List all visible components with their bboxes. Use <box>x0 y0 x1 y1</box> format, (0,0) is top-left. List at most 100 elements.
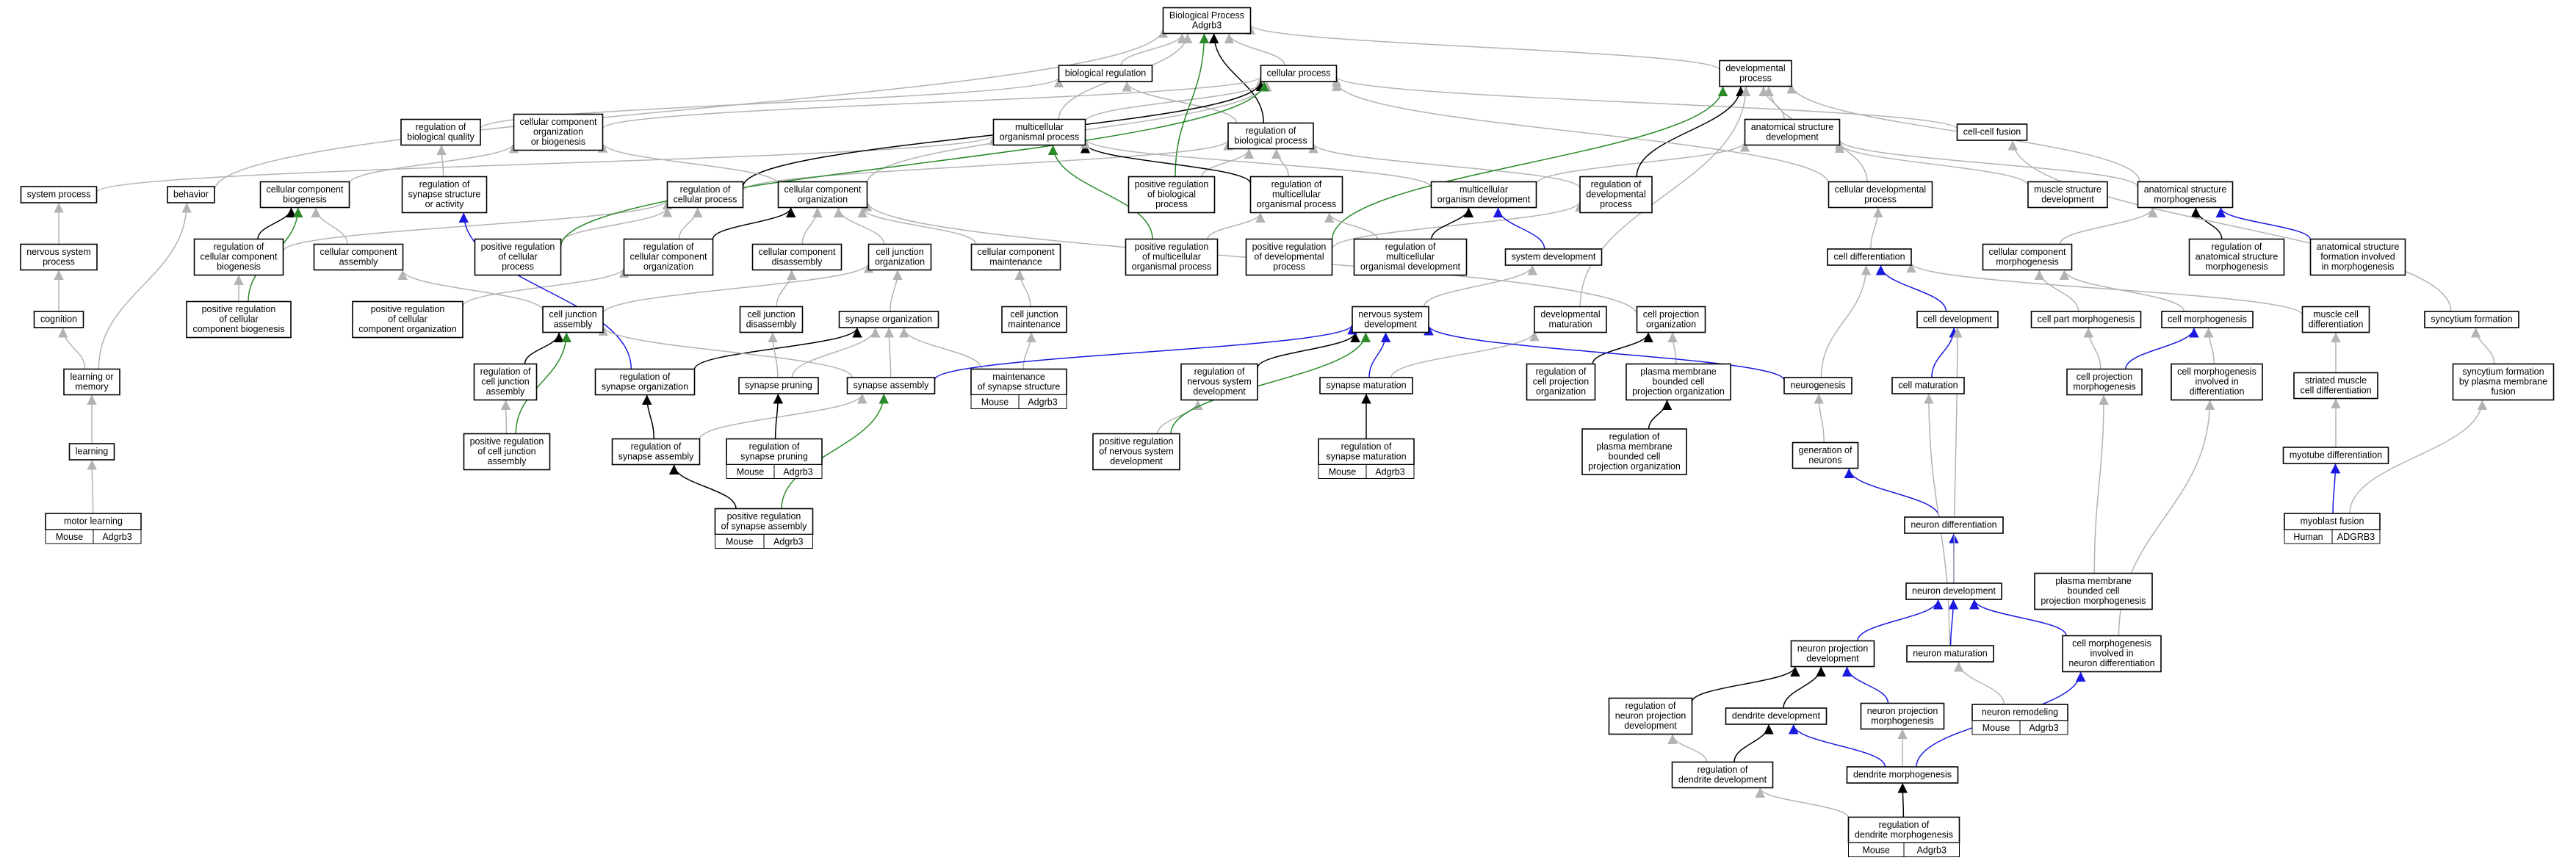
edge-is-a <box>1870 207 1883 250</box>
edge-is-a <box>1331 201 1585 250</box>
node-box <box>2293 372 2378 400</box>
node-label-line: Adgrb3 <box>1192 21 1222 31</box>
edge-regulates <box>2125 327 2199 369</box>
node-label-line: process <box>1273 261 1305 272</box>
node-label-line: synapse maturation <box>1326 452 1406 462</box>
edge-part-of <box>1592 332 1653 364</box>
node-label-line: positive regulation <box>481 242 555 252</box>
node-label-line: of developmental <box>1254 252 1324 262</box>
node-label-line: cell junction <box>549 309 596 320</box>
edge-is-a <box>2349 400 2488 514</box>
node-label-line: plasma membrane <box>1640 367 1717 377</box>
edge-regulates <box>1493 207 1545 250</box>
node-box <box>1581 428 1687 475</box>
edge-regulates <box>1948 599 1959 646</box>
node-label-line: nervous system <box>1187 377 1252 387</box>
edge-is-a <box>1814 393 1825 443</box>
edge-is-a <box>678 207 703 239</box>
node-label-line: generation of <box>1799 445 1853 455</box>
edge-part-of <box>693 327 862 369</box>
node-box <box>1353 238 1468 276</box>
node-box <box>1626 363 1731 401</box>
node-box <box>846 377 936 394</box>
node-label-line: regulation of <box>1609 432 1660 442</box>
edge-is-a <box>1331 81 1830 184</box>
node-label-line: positive regulation <box>470 436 544 447</box>
node-box <box>751 243 843 271</box>
node-box <box>1534 306 1607 333</box>
node-label-line: or biogenesis <box>531 137 585 147</box>
node-box <box>1430 181 1537 209</box>
edge-is-a <box>1953 661 2005 705</box>
node-label-line: regulation of <box>419 179 470 190</box>
node-sysproc: system process <box>20 186 98 203</box>
edge-is-a <box>98 202 192 369</box>
edge-positively-regulates <box>781 393 889 509</box>
edge-part-of <box>642 394 654 439</box>
node-label-line: differentiation <box>2190 386 2245 397</box>
node-label-line: of multicellular <box>1142 252 1201 262</box>
edge-is-a <box>1122 81 1238 123</box>
node-label-line: plasma membrane <box>1596 441 1673 452</box>
node-box <box>2188 238 2285 276</box>
node-box <box>1982 243 2073 271</box>
edge-regulates <box>1368 332 1391 378</box>
node-label-line: disassembly <box>772 257 823 267</box>
node-label-line: cell junction <box>876 247 923 257</box>
node-box <box>738 377 819 394</box>
node-label-line: process <box>43 257 75 267</box>
node-label-line: regulation of <box>1626 701 1676 711</box>
node-label-line: cell part morphogenesis <box>2038 314 2135 325</box>
node-dendev: dendrite development <box>1725 707 1828 725</box>
node-label-line: cell development <box>1923 314 1992 325</box>
edge-part-of <box>712 207 796 239</box>
edge-is-a <box>462 267 629 307</box>
node-label-line: synapse assembly <box>618 452 695 462</box>
node-label-line: regulation of <box>1271 179 1322 190</box>
node-label-line: involved in <box>2195 377 2238 387</box>
node-label-line: of synapse assembly <box>721 522 807 532</box>
edge-is-a <box>1324 212 1379 239</box>
tag-label: Mouse <box>1329 467 1357 477</box>
species-tag: Mouse <box>45 529 94 544</box>
node-label-line: learning or <box>70 372 113 382</box>
node-box <box>611 438 701 466</box>
edge-is-a <box>95 134 998 193</box>
node-box <box>1526 363 1596 401</box>
node-box <box>313 243 404 271</box>
node-label-line: anatomical structure <box>2317 242 2400 252</box>
node-label-line: neuron projection <box>1797 643 1869 654</box>
node-label-line: neuron projection <box>1867 706 1938 716</box>
node-label-line: projection organization <box>1632 386 1725 397</box>
gene-tag: Adgrb3 <box>2019 720 2068 735</box>
node-label-line: positive regulation <box>371 304 445 314</box>
tag-label: Adgrb3 <box>102 532 131 542</box>
tag-label: Mouse <box>1862 845 1890 856</box>
node-label-line: process <box>1739 73 1772 84</box>
node-box <box>1128 176 1216 214</box>
node-label-line: positive regulation <box>1252 242 1327 252</box>
node-label-line: cellular component <box>784 184 862 195</box>
node-label-line: development <box>2041 195 2094 205</box>
node-label-line: system process <box>27 190 91 200</box>
